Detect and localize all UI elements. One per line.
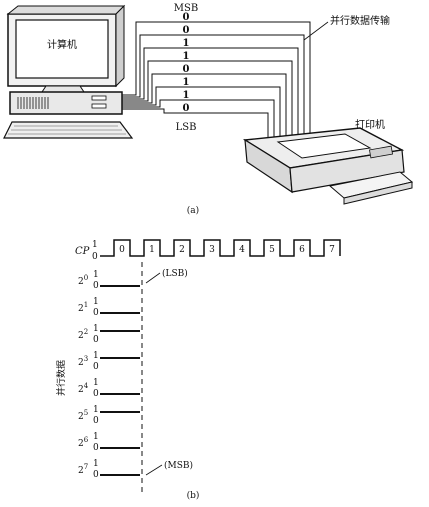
bit-weight-label: 26 bbox=[78, 436, 89, 449]
clock-pulse-1: 1 bbox=[149, 245, 155, 255]
bit-weight-label: 24 bbox=[78, 382, 89, 395]
bit-level-low: 0 bbox=[93, 335, 99, 345]
transmitted-bit-values: 0 0 1 1 0 1 1 0 bbox=[183, 12, 190, 114]
clock-pulse-3: 3 bbox=[209, 245, 215, 255]
lsb-label: LSB bbox=[176, 122, 197, 133]
bit-value-2: 1 bbox=[183, 77, 190, 88]
printer-illustration bbox=[242, 127, 414, 205]
bit-row-4: 24 10 bbox=[78, 378, 140, 399]
bit-level-high: 1 bbox=[93, 378, 99, 388]
bit-row-5: 25 10 bbox=[78, 405, 140, 426]
clock-pulse-2: 2 bbox=[179, 245, 185, 255]
lsb-note: (LSB) bbox=[162, 268, 188, 279]
bit-weight-label: 20 bbox=[78, 274, 88, 287]
bit-level-high: 1 bbox=[93, 432, 99, 442]
keyboard-keys bbox=[8, 125, 126, 135]
clock-pulse-7: 7 bbox=[329, 245, 335, 255]
clock-pulse-4: 4 bbox=[239, 245, 245, 255]
msb-label: MSB bbox=[174, 3, 198, 14]
parallel-transfer-label: 并行数据传输 bbox=[330, 14, 390, 27]
parallel-data-lines bbox=[122, 21, 311, 140]
bit-weight-label: 23 bbox=[78, 355, 88, 368]
bit-level-high: 1 bbox=[93, 297, 99, 307]
bit-row-1: 21 10 bbox=[78, 297, 140, 318]
transfer-label-leader bbox=[303, 21, 329, 41]
bit-level-high: 1 bbox=[93, 324, 99, 334]
bit-level-low: 0 bbox=[93, 416, 99, 426]
vent-grille bbox=[17, 97, 49, 109]
msb-note: (MSB) bbox=[164, 460, 193, 471]
parallel-data-vertical-label: 并行数据 bbox=[55, 360, 67, 396]
bit-level-high: 1 bbox=[93, 270, 99, 280]
bit-value-6: 0 bbox=[183, 25, 190, 36]
bit-weight-label: 25 bbox=[78, 409, 88, 422]
bit-level-low: 0 bbox=[93, 470, 99, 480]
bit-row-6: 26 10 bbox=[78, 432, 140, 453]
bit-level-low: 0 bbox=[93, 281, 99, 291]
bit-level-high: 1 bbox=[93, 351, 99, 361]
bit-level-low: 0 bbox=[93, 308, 99, 318]
bit-row-7: 27 10 bbox=[78, 459, 140, 480]
bit-value-5: 1 bbox=[183, 38, 190, 49]
bit-level-low: 0 bbox=[93, 362, 99, 372]
lsb-note-leader bbox=[145, 272, 161, 284]
bit-row-2: 22 10 bbox=[78, 324, 140, 345]
bit-weight-label: 21 bbox=[78, 301, 88, 314]
bit-level-low: 0 bbox=[93, 389, 99, 399]
clock-pulse-5: 5 bbox=[269, 245, 275, 255]
bit-level-high: 1 bbox=[93, 459, 99, 469]
bit-value-3: 0 bbox=[183, 64, 190, 75]
caption-a: (a) bbox=[187, 205, 199, 216]
clock-pulse-numbers: 0 1 2 3 4 5 6 7 bbox=[119, 245, 335, 255]
bit-weight-label: 22 bbox=[78, 328, 88, 341]
computer-illustration: 计算机 bbox=[3, 4, 134, 139]
computer-label: 计算机 bbox=[47, 38, 77, 51]
bit-value-1: 1 bbox=[183, 90, 190, 101]
caption-b: (b) bbox=[187, 490, 200, 501]
bit-weight-label: 27 bbox=[78, 463, 88, 476]
cp-label: CP bbox=[75, 246, 90, 257]
bit-value-4: 1 bbox=[183, 51, 190, 62]
clock-pulse-0: 0 bbox=[119, 245, 125, 255]
bit-value-0: 0 bbox=[183, 103, 190, 114]
cp-level-high: 1 bbox=[92, 240, 98, 250]
clock-pulse-6: 6 bbox=[299, 245, 305, 255]
msb-note-leader bbox=[145, 464, 163, 476]
bit-level-high: 1 bbox=[93, 405, 99, 415]
clock-waveform bbox=[100, 239, 341, 257]
cp-level-low: 0 bbox=[92, 252, 98, 262]
bit-row-3: 23 10 bbox=[78, 351, 140, 372]
printer-label: 打印机 bbox=[355, 118, 385, 131]
bit-level-low: 0 bbox=[93, 443, 99, 453]
bit-value-7: 0 bbox=[183, 12, 190, 23]
